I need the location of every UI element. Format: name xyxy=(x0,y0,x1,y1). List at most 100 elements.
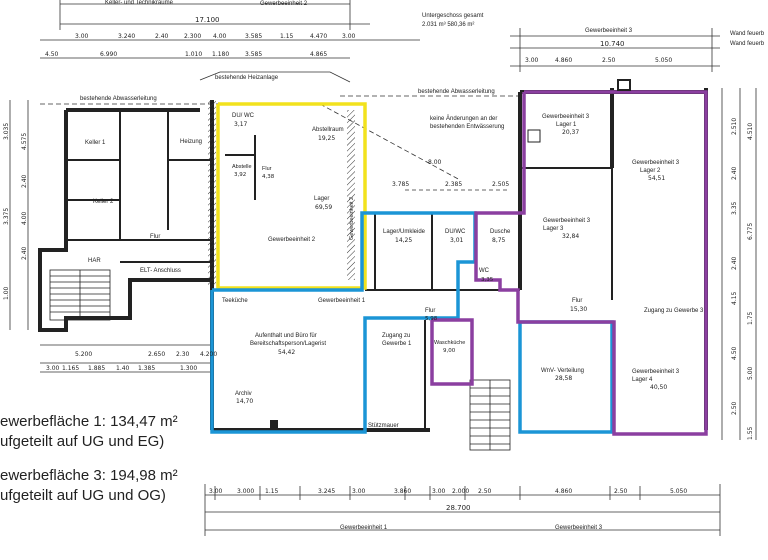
annot-aenderungen-2: bestehenden Entwässerung xyxy=(430,124,504,130)
annot-gewerbe1-line: Gewerbeeinheit 1 xyxy=(318,298,366,304)
room-hair: HAR xyxy=(88,258,101,264)
annot-abwasser-2: bestehende Abwasserleitung xyxy=(418,89,495,95)
left-bottom-dim-10: 1.300 xyxy=(180,365,197,372)
room-abstellraum-area: 19,25 xyxy=(318,135,335,142)
building-walls xyxy=(38,88,708,432)
bottom-dim-9: 2.50 xyxy=(478,488,492,495)
room-waschkueche: Waschküche xyxy=(434,340,465,346)
room-flur-left: Flur xyxy=(150,234,160,240)
dim-right-top-2: 4.860 xyxy=(555,57,572,64)
left-bottom-dim-8: 1.40 xyxy=(116,365,130,372)
room-g3-lager1-b: Lager 1 xyxy=(556,122,577,128)
dim-top-6: 3.585 xyxy=(245,33,262,40)
wand-label-1: Wand feuerb xyxy=(730,31,765,37)
left-bottom-dim-7: 1.885 xyxy=(88,365,105,372)
header-gewerbe2: Gewerbeeinheit 2 xyxy=(260,1,308,7)
room-heizung: Heizung xyxy=(180,139,202,145)
bottom-dim-4: 3.245 xyxy=(318,488,335,495)
room-keller1: Keller 1 xyxy=(85,140,106,146)
right-dim-10: 5.00 xyxy=(747,366,754,380)
left-bottom-dim-6: 1.165 xyxy=(62,365,79,372)
dim-top2-4: 1.180 xyxy=(212,51,229,58)
room-gewerbe2-vertical: Gewerbeeinheit 2 xyxy=(349,197,355,240)
room-lager-umkleide-area: 14,25 xyxy=(395,237,412,244)
room-g3-lager3-b: Lager 3 xyxy=(543,226,564,232)
archiv-pillar xyxy=(270,420,278,428)
room-flur-right-area: 15,30 xyxy=(570,306,587,313)
right-dim-11: 2.50 xyxy=(731,401,738,415)
room-lager: Lager xyxy=(314,196,329,202)
room-elt: ELT- Anschluss xyxy=(140,268,181,274)
dim-top2-2: 6.990 xyxy=(100,51,117,58)
room-g3-lager4-b: Lager 4 xyxy=(632,377,653,383)
room-g3-lager4-a: Gewerbeeinheit 3 xyxy=(632,369,680,375)
right-dim-7: 4.15 xyxy=(731,291,738,305)
room-flur-mid: Flur xyxy=(425,308,435,314)
chimney-box xyxy=(527,129,541,143)
room-aufenthalt-1: Aufenthalt und Büro für xyxy=(255,333,317,339)
right-dim-9: 4.50 xyxy=(731,346,738,360)
room-keller2: Keller 2 xyxy=(93,199,114,205)
room-flur-small: Flur xyxy=(262,166,272,172)
stairs-left xyxy=(49,269,111,321)
svg-text:2.505: 2.505 xyxy=(492,181,509,188)
left-dim-1: 3.035 xyxy=(3,123,10,140)
dim-top2-3: 1.010 xyxy=(185,51,202,58)
left-dim-3: 2.40 xyxy=(21,174,28,188)
dim-top-7: 1.15 xyxy=(280,33,294,40)
bottom-dim-10: 4.860 xyxy=(555,488,572,495)
bottom-label-g1: Gewerbeeinheit 1 xyxy=(340,525,388,531)
annot-stuetzmauer: Stützmauer xyxy=(368,423,399,429)
bottom-dim-12: 5.050 xyxy=(670,488,687,495)
dim-top-3: 2.40 xyxy=(155,33,169,40)
bottom-label-g3: Gewerbeeinheit 3 xyxy=(555,525,603,531)
left-bottom-dim-9: 1.385 xyxy=(138,365,155,372)
dim-right-top-1: 3.00 xyxy=(525,57,539,64)
room-flur-small-area: 4,38 xyxy=(262,174,275,180)
room-wc: WC xyxy=(479,268,490,274)
left-bottom-dim-4: 4.200 xyxy=(200,351,217,358)
room-lager-area: 69,59 xyxy=(315,204,332,211)
left-bottom-dim-2: 2.650 xyxy=(148,351,165,358)
top-dimension-block xyxy=(40,0,720,72)
room-du-wc-area: 3,17 xyxy=(234,121,248,128)
left-dim-6: 2.40 xyxy=(21,246,28,260)
interior-walls xyxy=(66,110,613,430)
room-g3-lager1-area: 20,37 xyxy=(562,129,579,136)
room-abstellraum: Abstellraum xyxy=(312,127,344,133)
legend-gewerbe3-area: ewerbefläche 3: 194,98 m² xyxy=(0,467,178,484)
dim-top-1: 3.00 xyxy=(75,33,89,40)
room-archiv: Archiv xyxy=(235,391,252,397)
room-du-wc2-area: 3,01 xyxy=(450,237,464,244)
stairs-bottom xyxy=(469,379,511,451)
bottom-dim-2: 3.000 xyxy=(237,488,254,495)
dim-top-4: 2.300 xyxy=(184,33,201,40)
room-g3-lager2-b: Lager 2 xyxy=(640,168,661,174)
dim-g3-total: 10.740 xyxy=(600,40,625,48)
ug-total-title: Untergeschoss gesamt xyxy=(422,13,484,19)
room-dusche: Dusche xyxy=(490,229,511,235)
left-dim-7: 1.00 xyxy=(3,286,10,300)
bottom-dimension-lines xyxy=(204,484,721,536)
room-g3-lager1-a: Gewerbeeinheit 3 xyxy=(542,114,590,120)
left-dim-4: 3.375 xyxy=(3,208,10,225)
left-bottom-dim-1: 5.200 xyxy=(75,351,92,358)
annot-teekueche: Teeküche xyxy=(222,298,248,304)
wand-label-2: Wand feuerb xyxy=(730,41,765,47)
dim-top-2: 3.240 xyxy=(118,33,135,40)
svg-text:3.785: 3.785 xyxy=(392,181,409,188)
room-flur-right: Flur xyxy=(572,298,582,304)
svg-text:8.00: 8.00 xyxy=(428,159,442,166)
svg-text:2.385: 2.385 xyxy=(445,181,462,188)
room-aufenthalt-2: Bereitschaftsperson/Lagerist xyxy=(250,341,326,347)
bottom-dim-5: 3.00 xyxy=(352,488,366,495)
room-abstelle-area: 3,92 xyxy=(234,172,246,178)
right-dim-6: 2.40 xyxy=(731,256,738,270)
room-gewerbe2: Gewerbeeinheit 2 xyxy=(268,237,316,243)
room-g3-lager2-a: Gewerbeeinheit 3 xyxy=(632,160,680,166)
right-dim-5: 6.775 xyxy=(747,223,754,240)
room-abstelle: Abstelle xyxy=(232,164,252,170)
room-wnv: WnV- Verteilung xyxy=(541,368,584,374)
dim-top-8: 4.470 xyxy=(310,33,327,40)
